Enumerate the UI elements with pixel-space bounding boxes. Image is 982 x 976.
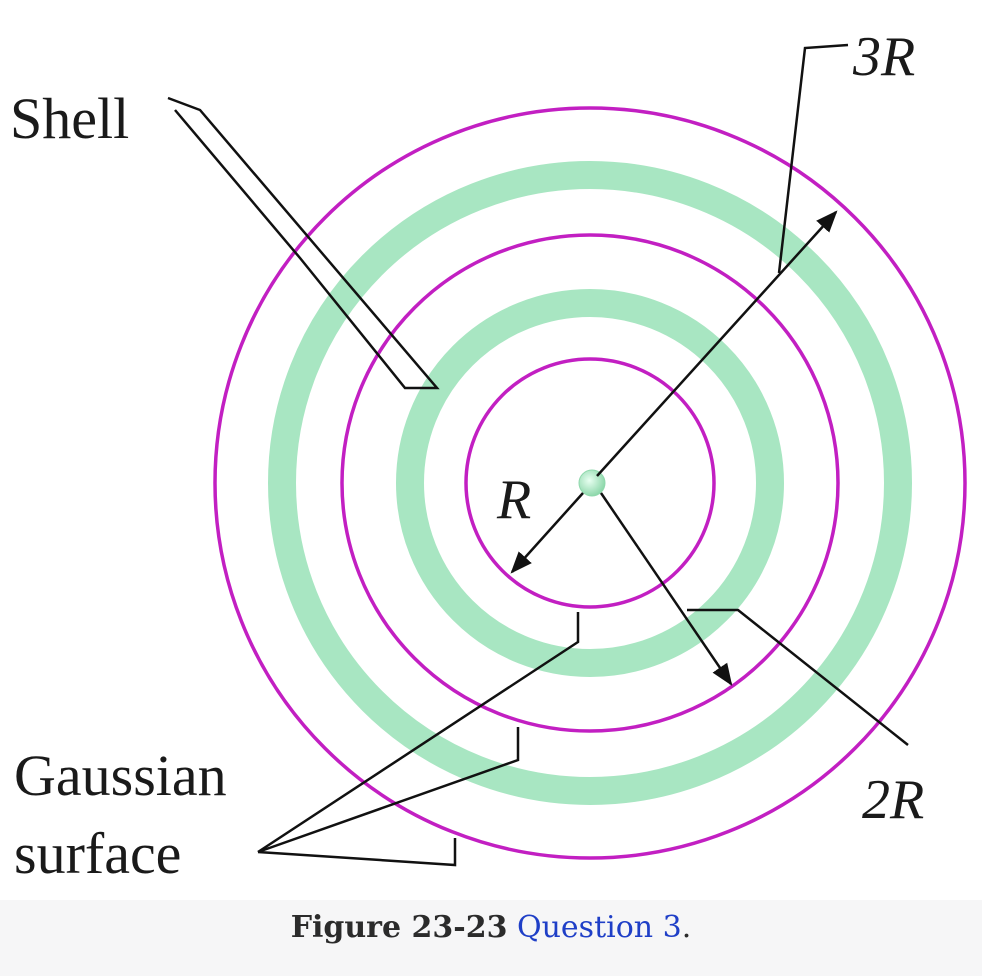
figure-panel: Shell Gaussian surface R 3R 2R: [0, 0, 982, 900]
gaussian-surface-2r: [340, 233, 840, 733]
3r-leader-line: [777, 43, 849, 274]
gaussian-leader-2r: [257, 727, 520, 854]
shell-label: Shell: [10, 86, 129, 151]
outer-shell: [268, 161, 912, 805]
3r-label: 3R: [852, 26, 915, 88]
2r-label: 2R: [862, 769, 924, 831]
gaussian-label-line1: Gaussian: [14, 743, 227, 808]
radius-arrow-r: [510, 492, 584, 574]
caption-period: .: [681, 910, 692, 945]
figure-background: [0, 0, 982, 900]
inner-shell: [396, 289, 784, 677]
shell-leader-lines: [167, 96, 440, 390]
question-link[interactable]: Question 3: [517, 910, 682, 945]
gaussian-surface-3r: [213, 106, 967, 860]
gaussian-leader-3r: [257, 838, 457, 867]
2r-leader-line: [687, 608, 909, 746]
gauss-shells-diagram: Shell Gaussian surface R 3R 2R: [0, 0, 982, 900]
central-charge: [578, 469, 606, 497]
radius-arrow-3r: [596, 210, 838, 477]
figure-caption: Figure 23-23 Question 3.: [0, 910, 982, 945]
gaussian-leader-r: [257, 612, 580, 854]
radius-arrow-2r: [599, 492, 733, 686]
gaussian-surface-r: [464, 357, 716, 609]
gaussian-label-line2: surface: [14, 821, 181, 886]
r-label: R: [496, 469, 531, 531]
figure-number: Figure 23-23: [290, 910, 508, 945]
